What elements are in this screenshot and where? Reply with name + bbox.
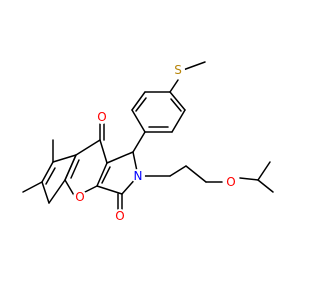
sulfur-atom: S	[171, 63, 185, 77]
nitrogen-atom: N	[131, 169, 145, 183]
bond	[170, 98, 182, 112]
bond	[131, 109, 146, 133]
oxygen-lactam-atom: O	[113, 209, 127, 223]
bond	[171, 109, 186, 133]
oxygen-ether-label: O	[226, 175, 235, 189]
bond	[64, 154, 77, 181]
oxygen-ketone-label: O	[97, 110, 106, 124]
oxygen-ketone-atom: O	[95, 110, 109, 124]
bond	[132, 131, 146, 153]
bond	[106, 151, 134, 164]
bond	[75, 139, 101, 156]
bond	[22, 181, 43, 193]
bond	[257, 161, 271, 181]
bond	[257, 179, 274, 193]
nitrogen-atom-label: N	[134, 169, 143, 183]
bond	[64, 179, 76, 198]
bond	[96, 185, 123, 195]
bond	[239, 177, 259, 181]
bond	[169, 79, 179, 93]
bond	[135, 97, 147, 112]
bond	[52, 154, 77, 163]
bond	[41, 161, 54, 183]
bond	[96, 162, 108, 187]
bond	[169, 165, 187, 177]
oxygen-ring-label: O	[75, 190, 84, 204]
oxygen-ether-atom: O	[224, 175, 238, 189]
molecule-canvas: S O N O O O	[22, 61, 274, 223]
bond	[182, 61, 206, 71]
oxygen-ring-atom: O	[73, 190, 87, 204]
structure-diagram: S O N O O O	[22, 61, 274, 223]
bond	[101, 166, 111, 184]
bond	[45, 167, 56, 185]
bond	[131, 91, 146, 111]
oxygen-lactam-label: O	[115, 209, 124, 223]
bond	[169, 91, 186, 111]
bond	[185, 165, 207, 183]
bond	[48, 179, 66, 204]
bond	[99, 139, 108, 164]
bond	[70, 159, 80, 179]
bond	[41, 181, 50, 204]
sulfur-atom-label: S	[174, 63, 182, 77]
